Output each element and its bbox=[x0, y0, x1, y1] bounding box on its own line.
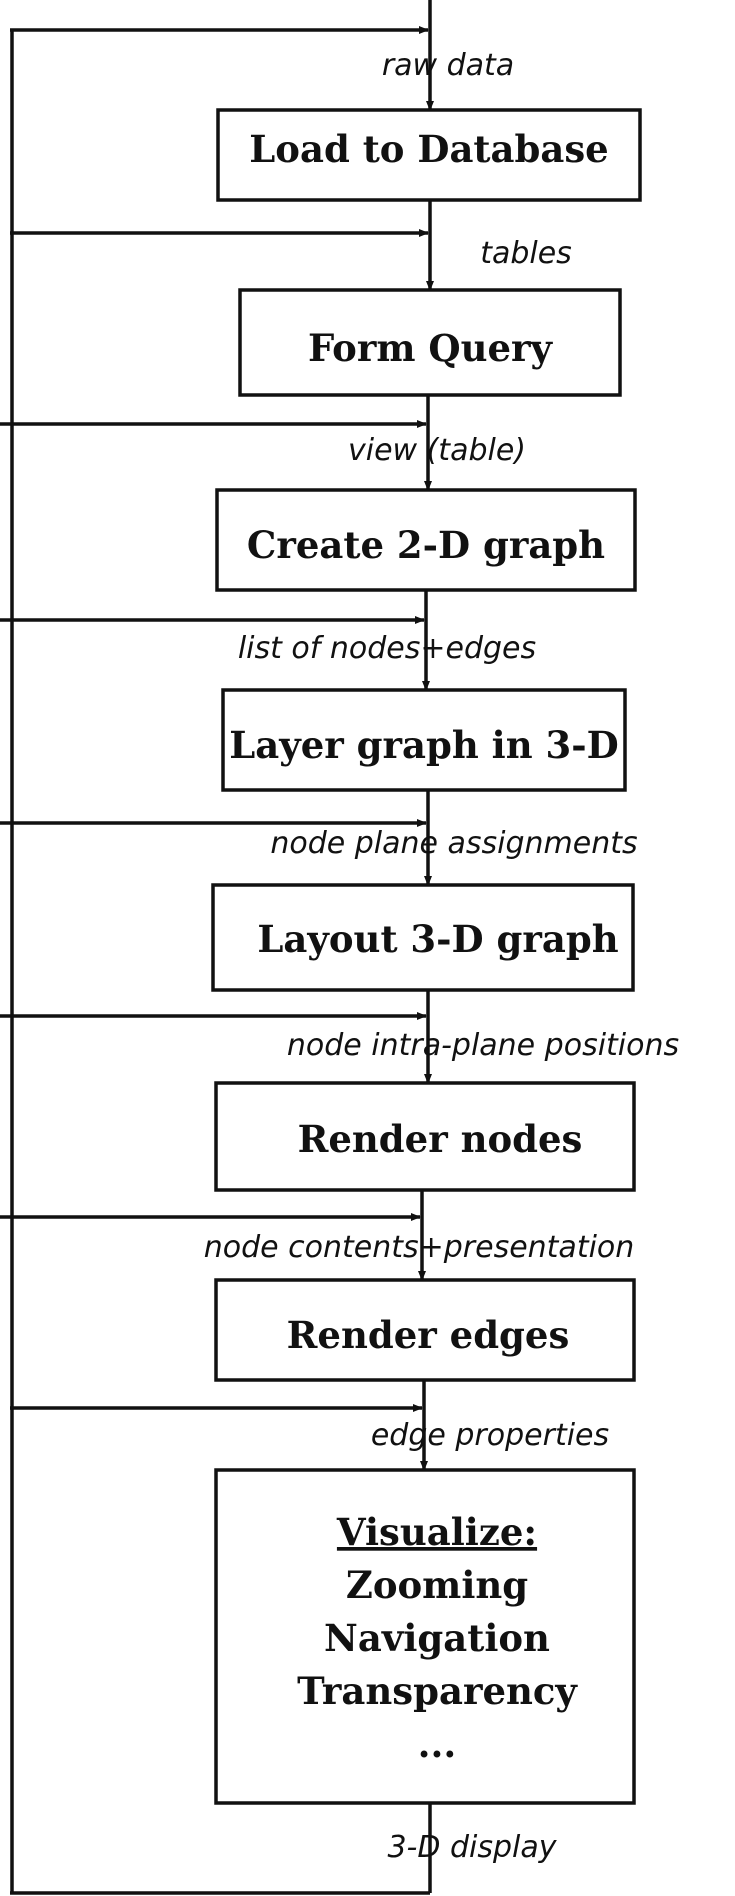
flow-label-view: view (table) bbox=[348, 433, 526, 468]
flow-label-display: 3-D display bbox=[387, 1830, 557, 1865]
step-box-create-2d-graph bbox=[215, 488, 637, 592]
step-label-layer-graph: Layer graph in 3-D bbox=[229, 723, 618, 767]
step-label-render-nodes: Render nodes bbox=[298, 1117, 583, 1161]
visualize-heading: Visualize: bbox=[336, 1510, 537, 1554]
flow-label-intra-plane: node intra-plane positions bbox=[287, 1028, 679, 1063]
flow-label-plane-assignments: node plane assignments bbox=[270, 826, 637, 861]
flow-label-tables: tables bbox=[480, 236, 572, 271]
step-label-form-query: Form Query bbox=[308, 326, 554, 370]
flow-label-raw-data: raw data bbox=[382, 48, 514, 83]
flow-label-contents: node contents+presentation bbox=[204, 1230, 635, 1265]
step-box-render-nodes bbox=[214, 1081, 636, 1192]
step-label-create-2d-graph: Create 2-D graph bbox=[247, 523, 605, 567]
step-label-load-to-database: Load to Database bbox=[249, 127, 608, 171]
step-box-layer-graph bbox=[221, 688, 627, 792]
step-label-layout-3d-graph: Layout 3-D graph bbox=[257, 917, 618, 961]
visualize-item-zooming: Zooming bbox=[346, 1563, 528, 1607]
visualize-item-ellipsis: ... bbox=[418, 1722, 457, 1766]
flow-label-nodes-edges: list of nodes+edges bbox=[238, 631, 536, 666]
step-box-layout-3d-graph bbox=[211, 883, 635, 992]
step-box-render-edges bbox=[214, 1278, 636, 1382]
visualize-item-navigation: Navigation bbox=[324, 1616, 550, 1660]
step-box-visualize bbox=[214, 1468, 636, 1805]
step-box-load-to-database bbox=[216, 108, 642, 202]
flow-label-edge-properties: edge properties bbox=[371, 1418, 609, 1453]
visualize-item-transparency: Transparency bbox=[297, 1669, 578, 1713]
step-box-form-query bbox=[238, 288, 622, 397]
step-label-render-edges: Render edges bbox=[287, 1313, 570, 1357]
